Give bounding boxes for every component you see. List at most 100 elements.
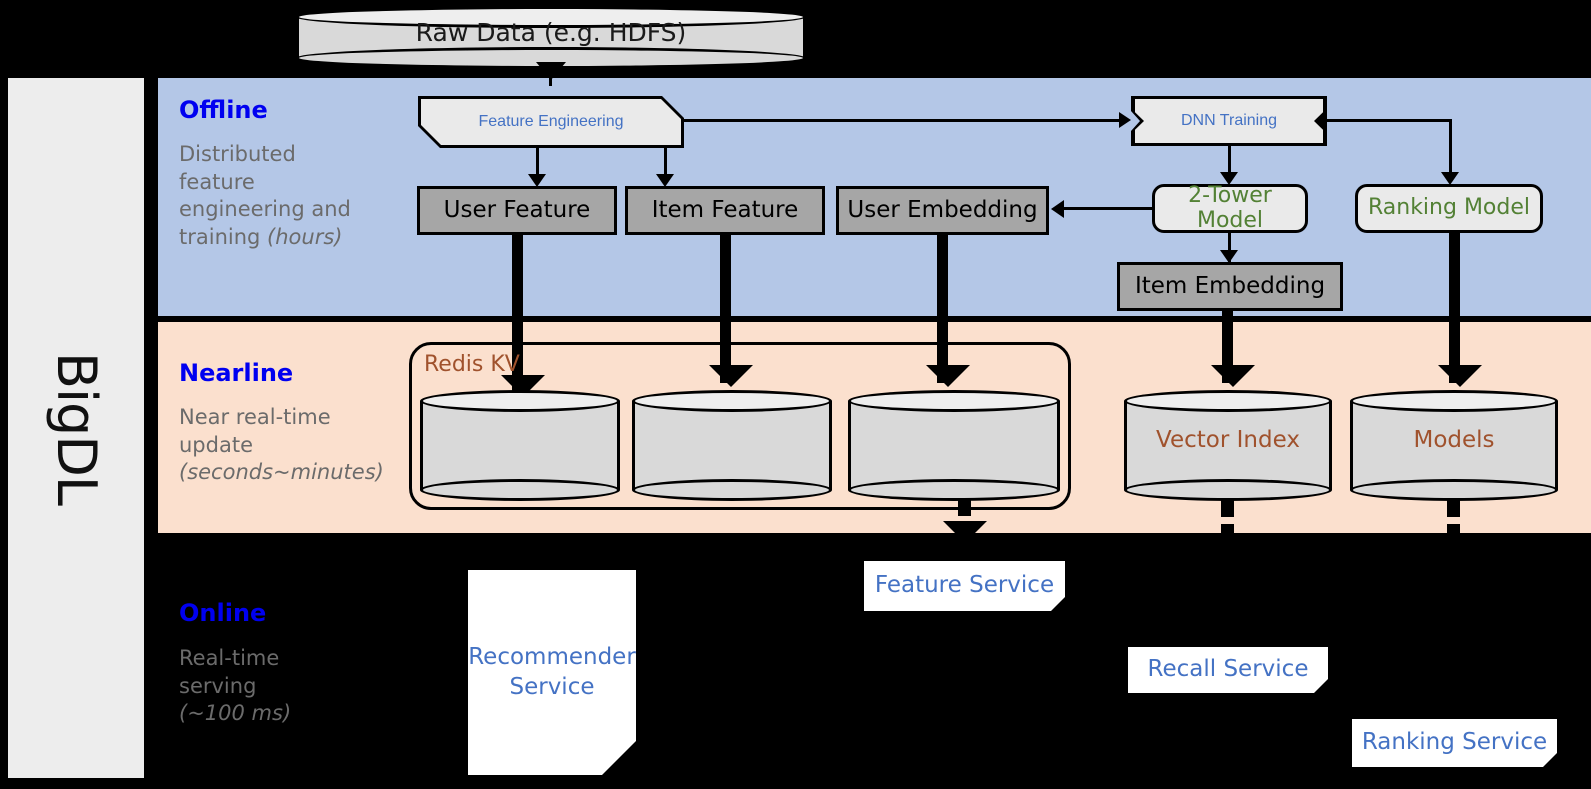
cylinder-body [1124, 401, 1332, 490]
cylinder-body [632, 401, 832, 490]
nearline-subtitle: Near real-time update (seconds~minutes) [179, 404, 409, 487]
redis-store-2-label [632, 390, 832, 490]
cylinder-top [632, 390, 832, 412]
ranking-service-card[interactable]: Ranking Service [1352, 719, 1557, 767]
cylinder-bottom [632, 479, 832, 501]
user-embedding-box[interactable]: User Embedding [836, 186, 1049, 235]
item-feature-label: Item Feature [651, 196, 799, 223]
connector-fe-userfeature [536, 148, 539, 176]
offline-sub-l1: Distributed [179, 142, 296, 166]
cylinder-body [1350, 401, 1558, 490]
offline-sub-emph: (hours) [267, 225, 343, 250]
offline-title: Offline [179, 96, 268, 124]
arrowhead-userembedding-store [926, 365, 970, 387]
cylinder-top [296, 6, 806, 28]
redis-kv-label: Redis KV [424, 352, 520, 377]
link-models-rankingservice-dash2 [1447, 524, 1460, 541]
feature-engineering-box[interactable]: Feature Engineering [418, 96, 684, 148]
online-subtitle: Real-time serving (~100 ms) [179, 645, 389, 728]
dnn-training-box[interactable]: DNN Training [1131, 96, 1327, 146]
arrowhead-fe-itemfeature [656, 174, 674, 187]
redis-store-3-label [848, 390, 1060, 490]
nearline-title: Nearline [179, 359, 294, 387]
nearline-sub-l2: update [179, 432, 253, 457]
connector-fe-dnn [684, 119, 1121, 122]
raw-data-label: Raw Data (e.g. HDFS) [415, 17, 687, 47]
arrowhead-rankingmodel-models [1438, 365, 1482, 387]
connector-dnn-ranking-h [1327, 119, 1452, 122]
cylinder-top [1350, 390, 1558, 412]
user-feature-box[interactable]: User Feature [417, 186, 617, 235]
ranking-model-box[interactable]: Ranking Model [1355, 184, 1543, 233]
arrowhead-twotower-itemembedding [1220, 250, 1238, 263]
offline-sub-l4: training [179, 225, 268, 250]
ranking-model-label: Ranking Model [1367, 195, 1531, 221]
cylinder-top [420, 390, 620, 412]
link-models-rankingservice-dash1 [1447, 500, 1460, 517]
online-title: Online [179, 599, 267, 627]
cylinder-bottom [1124, 479, 1332, 501]
bigdl-label: BigDL [44, 351, 108, 505]
two-tower-model-label: 2-Tower Model [1188, 182, 1272, 233]
cylinder-bottom [848, 479, 1060, 501]
feature-service-card[interactable]: Feature Service [864, 561, 1065, 611]
offline-subtitle: Distributed feature engineering and trai… [179, 141, 389, 252]
ranking-service-label: Ranking Service [1361, 729, 1548, 756]
connector-twotower-userembedding [1064, 207, 1154, 210]
models-cylinder[interactable]: Models [1350, 390, 1558, 501]
link-vectorindex-recallservice-dash2 [1221, 524, 1234, 541]
redis-store-3[interactable] [848, 390, 1060, 501]
redis-store-2[interactable] [632, 390, 832, 501]
cylinder-top [848, 390, 1060, 412]
vector-index-cylinder[interactable]: Vector Index [1124, 390, 1332, 501]
recall-service-card[interactable]: Recall Service [1128, 647, 1328, 693]
bigdl-framework-rail: BigDL [8, 78, 144, 778]
item-embedding-label: Item Embedding [1134, 272, 1326, 299]
arrowhead-itemfeature-store [709, 365, 753, 387]
feed-rankingmodel-models [1449, 233, 1460, 383]
offline-sub-l3: engineering and [179, 197, 351, 222]
two-tower-model-box[interactable]: 2-Tower Model [1152, 182, 1308, 233]
cylinder-bottom [1350, 479, 1558, 501]
link-redis-featureservice-dash [958, 499, 971, 516]
offline-sub-l2: feature [179, 169, 255, 194]
recommender-service-label: Recommender Service [468, 643, 636, 703]
item-embedding-box[interactable]: Item Embedding [1117, 262, 1343, 311]
feed-itemembedding-vectorindex [1222, 311, 1233, 383]
cylinder-body [848, 401, 1060, 490]
connector-dnn-ranking-v [1449, 119, 1452, 176]
item-feature-box[interactable]: Item Feature [625, 186, 825, 235]
online-sub-emph: (~100 ms) [179, 701, 292, 726]
arrowhead-dnn-twotower [1220, 172, 1238, 185]
arrowhead-redis-featureservice [943, 521, 987, 543]
user-embedding-label: User Embedding [847, 196, 1038, 223]
online-sub-l2: serving [179, 673, 257, 698]
vector-index-label: Vector Index [1156, 427, 1300, 453]
arrowhead-dnn-ranking [1441, 172, 1459, 185]
recommender-service-card[interactable]: Recommender Service [468, 570, 636, 775]
feature-service-label: Feature Service [874, 572, 1055, 599]
online-sub-l1: Real-time [179, 646, 280, 670]
connector-fe-itemfeature [664, 148, 667, 176]
feed-itemfeature-store [720, 235, 731, 383]
raw-data-cylinder[interactable]: Raw Data (e.g. HDFS) [296, 6, 806, 69]
arrowhead-twotower-userembedding [1051, 200, 1064, 218]
arrowhead-fe-userfeature [528, 174, 546, 187]
feed-userembedding-store [937, 235, 948, 383]
recall-service-label: Recall Service [1147, 656, 1309, 683]
recommender-service-l2: Service [509, 673, 595, 700]
arrowhead-fe-dnn [1119, 112, 1131, 128]
cylinder-body [420, 401, 620, 490]
nearline-sub-emph: (seconds~minutes) [179, 460, 384, 485]
connector-dnn-twotower [1228, 146, 1231, 176]
redis-store-1-label [420, 390, 620, 490]
redis-kv-container[interactable] [409, 342, 1071, 510]
user-feature-label: User Feature [443, 196, 591, 223]
nearline-sub-l1: Near real-time [179, 405, 331, 429]
models-label: Models [1413, 427, 1495, 453]
recommender-service-l1: Recommender [468, 643, 636, 670]
feature-engineering-label: Feature Engineering [478, 113, 624, 131]
redis-store-1[interactable] [420, 390, 620, 501]
link-vectorindex-recallservice-dash1 [1221, 500, 1234, 517]
